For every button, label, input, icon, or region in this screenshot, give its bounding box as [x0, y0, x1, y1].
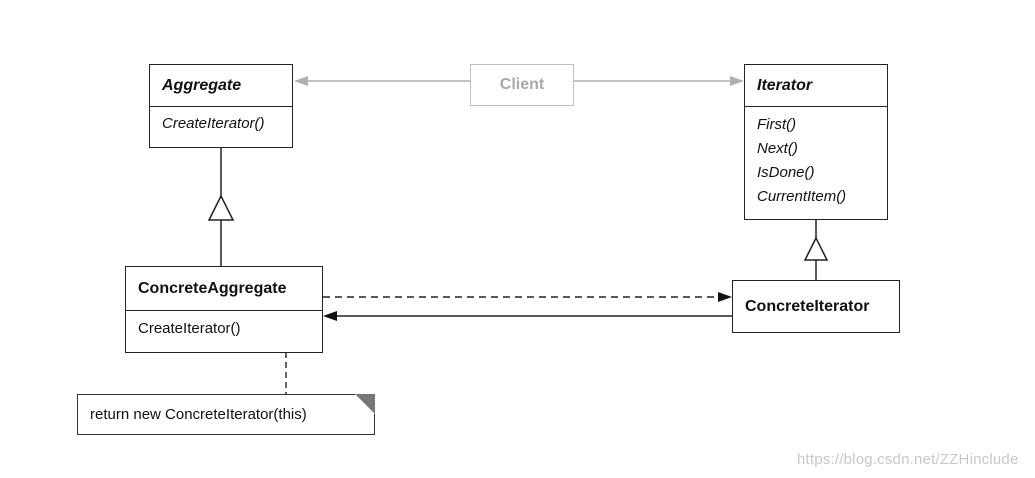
creates-dependency: [323, 292, 732, 302]
client-to-iterator-association: [574, 76, 744, 86]
concrete-aggregate-class-name: ConcreteAggregate: [126, 267, 322, 311]
concrete-iterator-class-name: ConcreteIterator: [745, 297, 870, 315]
aggregate-class-name: Aggregate: [150, 65, 292, 107]
iterator-generalization: [803, 220, 829, 280]
concrete-aggregate-operations: CreateIterator(): [126, 311, 322, 346]
note-fold-corner: [355, 394, 375, 414]
client-box: Client: [470, 64, 574, 106]
iterator-class: Iterator First() Next() IsDone() Current…: [744, 64, 888, 220]
concrete-aggregate-class: ConcreteAggregate CreateIterator(): [125, 266, 323, 353]
operation: First(): [757, 116, 797, 133]
operation: CurrentItem(): [757, 188, 847, 205]
client-to-aggregate-association: [294, 76, 470, 86]
iterator-class-name: Iterator: [745, 65, 887, 107]
client-label: Client: [499, 76, 545, 93]
note-text: return new ConcreteIterator(this): [90, 406, 307, 423]
operation: CreateIterator(): [138, 320, 241, 337]
aggregate-generalization: [207, 148, 235, 266]
operation: IsDone(): [757, 164, 815, 181]
aggregate-operations: CreateIterator(): [150, 107, 292, 141]
implementation-note: return new ConcreteIterator(this): [77, 394, 375, 435]
concrete-iterator-class: ConcreteIterator: [732, 280, 900, 333]
operation: CreateIterator(): [162, 115, 265, 132]
aggregate-class: Aggregate CreateIterator(): [149, 64, 293, 148]
watermark: https://blog.csdn.net/ZZHinclude: [797, 451, 1019, 468]
operation: Next(): [757, 140, 798, 157]
iterator-operations: First() Next() IsDone() CurrentItem(): [745, 107, 887, 214]
iterator-to-aggregate-association: [323, 311, 732, 321]
